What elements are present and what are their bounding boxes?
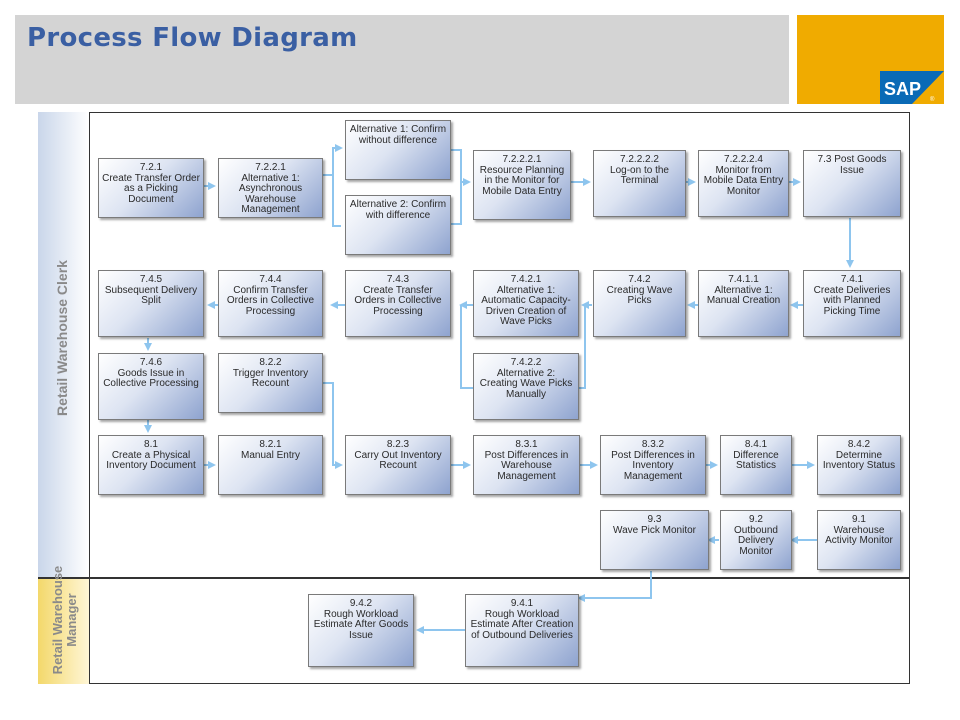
box-8-2-3[interactable]: 8.2.3 Carry Out Inventory Recount [345,435,451,495]
page-title: Process Flow Diagram [27,23,358,53]
box-7-2-2-2-1-label: 7.2.2.2.1 Resource Planning in the Monit… [479,154,565,197]
arrow-742-7422 [579,305,586,389]
box-9-1-label: 9.1 Warehouse Activity Monitor [825,514,893,546]
box-7-4-2-2-label: 7.4.2.2 Alternative 2: Creating Wave Pic… [479,357,573,400]
arrow-alt2-72221 [451,182,462,225]
box-7-2-2-2-1[interactable]: 7.2.2.2.1 Resource Planning in the Monit… [473,150,571,220]
box-8-2-1[interactable]: 8.2.1 Manual Entry [218,435,323,495]
box-9-4-1[interactable]: 9.4.1 Rough Workload Estimate After Crea… [465,594,579,667]
box-7-4-2-label: 7.4.2 Creating Wave Picks [606,274,673,306]
box-8-2-1-label: 8.2.1 Manual Entry [241,439,300,461]
box-8-3-2[interactable]: 8.3.2 Post Differences in Inventory Mana… [600,435,706,495]
box-8-4-1-label: 8.4.1 Difference Statistics [733,439,779,471]
box-8-2-2-label: 8.2.2 Trigger Inventory Recount [232,357,309,389]
box-7-4-1-label: 7.4.1 Create Deliveries with Planned Pic… [813,274,891,317]
arrow-7422-743 [460,305,473,389]
arrow-822-823 [323,382,343,469]
box-7-4-2-1[interactable]: 7.4.2.1 Alternative 1: Automatic Capacit… [473,270,579,337]
box-7-4-2[interactable]: 7.4.2 Creating Wave Picks [593,270,686,337]
box-9-2[interactable]: 9.2 Outbound Delivery Monitor [720,510,792,570]
lane-divider [38,577,910,579]
box-7-4-4[interactable]: 7.4.4 Confirm Transfer Orders in Collect… [218,270,323,337]
box-9-2-label: 9.2 Outbound Delivery Monitor [734,514,778,557]
box-9-3-label: 9.3 Wave Pick Monitor [613,514,696,536]
box-7-2-2-2-2[interactable]: 7.2.2.2.2 Log-on to the Terminal [593,150,686,217]
box-7-4-5-label: 7.4.5 Subsequent Delivery Split [104,274,198,306]
box-7-2-2-1-label: 7.2.2.1 Alternative 1: Asynchronous Ware… [238,162,303,215]
box-7-4-3[interactable]: 7.4.3 Create Transfer Orders in Collecti… [345,270,451,337]
svg-text:®: ® [930,96,935,103]
box-7-3[interactable]: 7.3 Post Goods Issue [803,150,901,217]
box-7-4-5[interactable]: 7.4.5 Subsequent Delivery Split [98,270,204,337]
sap-logo-text: SAP [884,79,921,99]
box-8-1[interactable]: 8.1 Create a Physical Inventory Document [98,435,204,495]
box-alternative-1-confirm[interactable]: Alternative 1: Confirm without differenc… [345,120,451,180]
box-7-4-6[interactable]: 7.4.6 Goods Issue in Collective Processi… [98,353,204,420]
box-8-4-2-label: 8.4.2 Determine Inventory Status [822,439,896,471]
lane-manager-header [38,578,90,684]
arrow-7221-alt1 [323,144,343,176]
box-7-4-6-label: 7.4.6 Goods Issue in Collective Processi… [103,357,199,389]
header-panel: Process Flow Diagram [15,15,789,104]
box-8-2-2[interactable]: 8.2.2 Trigger Inventory Recount [218,353,323,413]
sap-logo: SAP ® [880,71,944,104]
box-9-4-1-label: 9.4.1 Rough Workload Estimate After Crea… [470,598,574,641]
box-7-4-2-1-label: 7.4.2.1 Alternative 1: Automatic Capacit… [481,274,571,327]
box-7-2-2-1[interactable]: 7.2.2.1 Alternative 1: Asynchronous Ware… [218,158,323,218]
box-alt2-label: Alternative 2: Confirm with difference [349,199,447,221]
box-7-3-label: 7.3 Post Goods Issue [817,154,887,176]
box-7-4-4-label: 7.4.4 Confirm Transfer Orders in Collect… [226,274,315,317]
box-9-4-2-label: 9.4.2 Rough Workload Estimate After Good… [313,598,409,641]
arrow-93-941 [577,571,652,602]
box-8-3-1[interactable]: 8.3.1 Post Differences in Warehouse Mana… [473,435,580,495]
arrow-7221-alt2 [332,175,341,227]
box-9-1[interactable]: 9.1 Warehouse Activity Monitor [817,510,901,570]
box-7-2-2-2-2-label: 7.2.2.2.2 Log-on to the Terminal [610,154,669,186]
box-7-4-3-label: 7.4.3 Create Transfer Orders in Collecti… [354,274,442,317]
box-alt1-label: Alternative 1: Confirm without differenc… [349,124,447,146]
box-7-4-1[interactable]: 7.4.1 Create Deliveries with Planned Pic… [803,270,901,337]
box-9-3[interactable]: 9.3 Wave Pick Monitor [600,510,709,570]
box-7-2-1-label: 7.2.1 Create Transfer Order as a Picking… [102,162,200,205]
box-7-4-1-1-label: 7.4.1.1 Alternative 1: Manual Creation [706,274,781,306]
box-8-4-1[interactable]: 8.4.1 Difference Statistics [720,435,792,495]
box-8-3-2-label: 8.3.2 Post Differences in Inventory Mana… [611,439,695,482]
box-8-2-3-label: 8.2.3 Carry Out Inventory Recount [354,439,442,471]
box-7-4-1-1[interactable]: 7.4.1.1 Alternative 1: Manual Creation [698,270,789,337]
arrow-alt1-72221 [451,149,471,186]
box-7-4-2-2[interactable]: 7.4.2.2 Alternative 2: Creating Wave Pic… [473,353,579,420]
box-7-2-1[interactable]: 7.2.1 Create Transfer Order as a Picking… [98,158,204,218]
box-8-1-label: 8.1 Create a Physical Inventory Document [106,439,196,471]
box-alternative-2-confirm[interactable]: Alternative 2: Confirm with difference [345,195,451,255]
box-8-4-2[interactable]: 8.4.2 Determine Inventory Status [817,435,901,495]
lane-clerk-header [38,112,90,578]
box-7-2-2-2-4[interactable]: 7.2.2.2.4 Monitor from Mobile Data Entry… [698,150,789,217]
box-8-3-1-label: 8.3.1 Post Differences in Warehouse Mana… [484,439,569,482]
box-7-2-2-2-4-label: 7.2.2.2.4 Monitor from Mobile Data Entry… [703,154,784,197]
box-9-4-2[interactable]: 9.4.2 Rough Workload Estimate After Good… [308,594,414,667]
